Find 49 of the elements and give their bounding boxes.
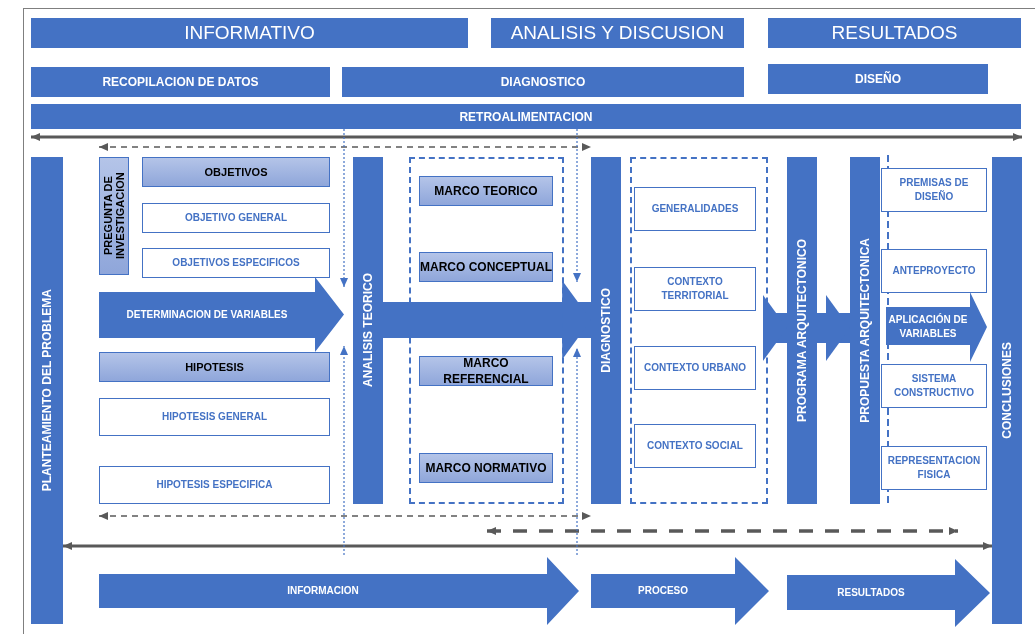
- thick-arrow: [763, 295, 787, 361]
- arrow: [340, 345, 348, 556]
- dashed-group-box: [409, 157, 564, 504]
- process-step: RESULTADOS: [787, 559, 990, 627]
- item-box: CONTEXTO URBANO: [634, 346, 756, 390]
- arrow: [98, 143, 592, 151]
- phase-bar: DISEÑO: [768, 64, 988, 94]
- arrow: [573, 347, 581, 556]
- process-step: APLICACIÓN DE VARIABLES: [886, 292, 987, 362]
- phase-bar: DIAGNOSTICO: [342, 67, 744, 97]
- phase-bar: RECOPILACION DE DATOS: [31, 67, 330, 97]
- item-box: ANTEPROYECTO: [881, 249, 987, 293]
- arrow: [573, 128, 581, 283]
- item-box: CONTEXTO SOCIAL: [634, 424, 756, 468]
- section-header: INFORMATIVO: [31, 18, 468, 48]
- arrow: [31, 133, 1022, 141]
- process-step: DETERMINACION DE VARIABLES: [99, 277, 344, 352]
- arrow: [340, 128, 348, 288]
- heading-box: OBJETIVOS: [142, 157, 330, 187]
- section-header: ANALISIS Y DISCUSION: [491, 18, 744, 48]
- vertical-bar: PROPUESTA ARQUITECTONICA: [850, 157, 880, 504]
- section-header: RESULTADOS: [768, 18, 1021, 48]
- item-box: HIPOTESIS GENERAL: [99, 398, 330, 436]
- arrow: [63, 542, 992, 550]
- item-box: CONTEXTO TERRITORIAL: [634, 267, 756, 311]
- item-box: PREMISAS DE DISEÑO: [881, 168, 987, 212]
- dashed-group-box: [630, 157, 768, 504]
- process-step: PROCESO: [591, 557, 769, 625]
- item-box: OBJETIVO GENERAL: [142, 203, 330, 233]
- item-box: HIPOTESIS ESPECIFICA: [99, 466, 330, 504]
- process-step: INFORMACION: [99, 557, 579, 625]
- thick-arrow: [817, 295, 850, 361]
- heading-box: MARCO REFERENCIAL: [419, 356, 553, 386]
- vertical-bar: DIAGNOSTICO: [591, 157, 621, 504]
- item-box: GENERALIDADES: [634, 187, 756, 231]
- vertical-bar: PLANTEAMIENTO DEL PROBLEMA: [31, 157, 63, 624]
- heading-box: HIPOTESIS: [99, 352, 330, 382]
- heading-box: MARCO CONCEPTUAL: [419, 252, 553, 282]
- arrow: [98, 512, 592, 520]
- vertical-bar: CONCLUSIONES: [992, 157, 1022, 624]
- vertical-bar: ANALISIS TEORICO: [353, 157, 383, 504]
- heading-box: MARCO NORMATIVO: [419, 453, 553, 483]
- item-box: SISTEMA CONSTRUCTIVO: [881, 364, 987, 408]
- item-box: OBJETIVOS ESPECIFICOS: [142, 248, 330, 278]
- vertical-heading-box: PREGUNTA DE INVESTIGACION: [99, 157, 129, 275]
- vertical-bar: PROGRAMA ARQUITECTONICO: [787, 157, 817, 504]
- phase-bar: RETROALIMENTACION: [31, 104, 1021, 129]
- heading-box: MARCO TEORICO: [419, 176, 553, 206]
- item-box: REPRESENTACION FISICA: [881, 446, 987, 490]
